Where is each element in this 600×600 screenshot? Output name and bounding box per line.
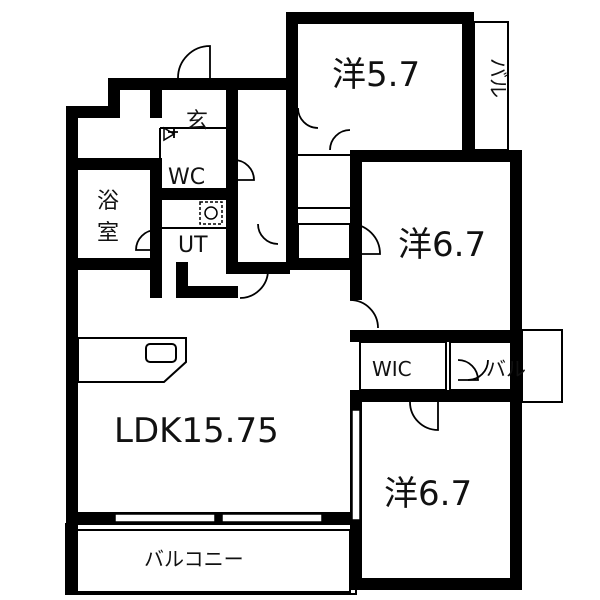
room-label-western-2: 洋6.7 [398, 225, 486, 265]
room-label-entrance: 玄 [186, 109, 208, 134]
door-swings [135, 45, 489, 431]
room-label-bath-2: 室 [97, 221, 119, 246]
room-label-western-1: 洋5.7 [332, 55, 420, 95]
room-label-wic: WIC [372, 357, 412, 381]
room-label-wc: WC [168, 165, 205, 190]
interior-lines [65, 21, 563, 595]
entrance-marker [163, 126, 176, 142]
room-label-ldk: LDK15.75 [114, 411, 279, 451]
room-label-western-3: 洋6.7 [384, 474, 472, 514]
room-label-balcony-small-2: バル [486, 357, 526, 381]
washer-icon [199, 201, 223, 225]
room-label-utility: UT [178, 233, 208, 258]
room-label-balcony-small-1: バル [486, 58, 510, 98]
room-label-bath-1: 浴 [97, 189, 119, 214]
room-label-balcony-main: バルコニー [144, 547, 244, 571]
kitchen-counter [77, 337, 187, 383]
ldk-windows [114, 409, 361, 523]
